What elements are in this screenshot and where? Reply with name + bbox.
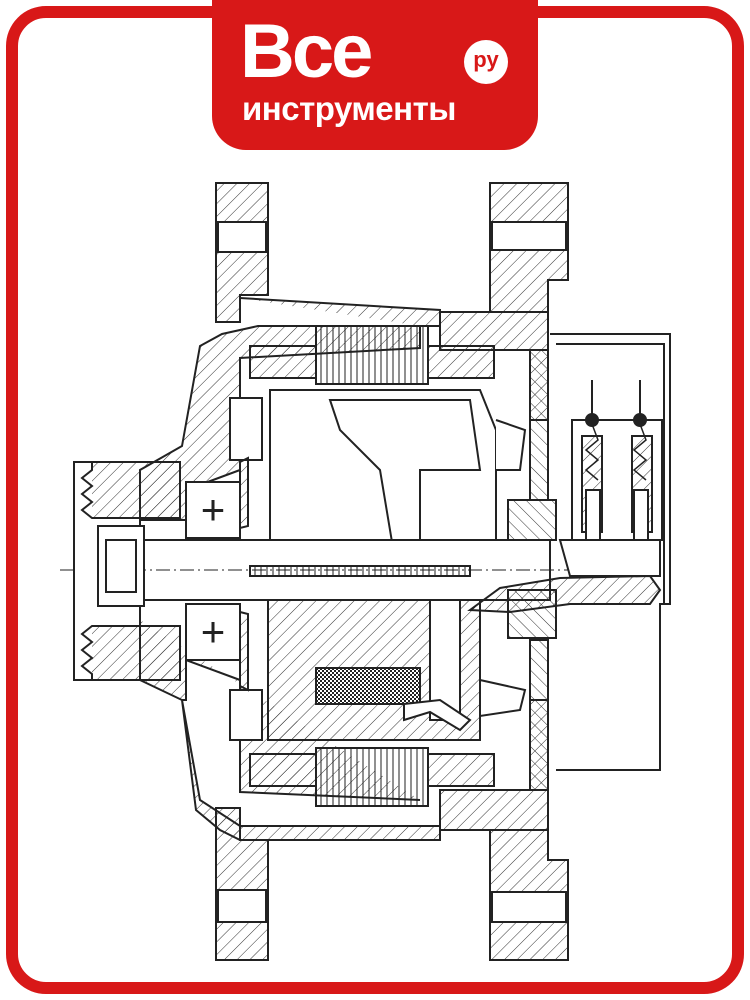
fan-front-bottom [239, 610, 249, 692]
field-coil [315, 667, 421, 705]
stator-top [315, 325, 429, 385]
rear-bearing-top [507, 499, 557, 541]
brush-spring-left [584, 423, 600, 481]
fan-front-top [239, 456, 249, 530]
rear-wall [529, 349, 549, 501]
fan-rear [403, 698, 472, 732]
logo-word-instrumenty: инструменты [242, 90, 456, 127]
front-bearing-bottom [185, 603, 241, 661]
brush-spring-right [632, 423, 648, 481]
red-border [6, 6, 744, 994]
plus-sign-top: + [201, 486, 226, 533]
stator-bottom [315, 747, 429, 807]
slip-ring-lead [467, 574, 662, 614]
plus-sign-bottom: + [201, 608, 226, 655]
logo-word-vse: Все [240, 9, 373, 94]
logo-ru-badge: ру [464, 40, 508, 84]
front-bearing-top [185, 481, 241, 539]
brand-logo[interactable]: Все инструменты ру [212, 0, 538, 150]
rear-wall-lower [529, 639, 549, 791]
